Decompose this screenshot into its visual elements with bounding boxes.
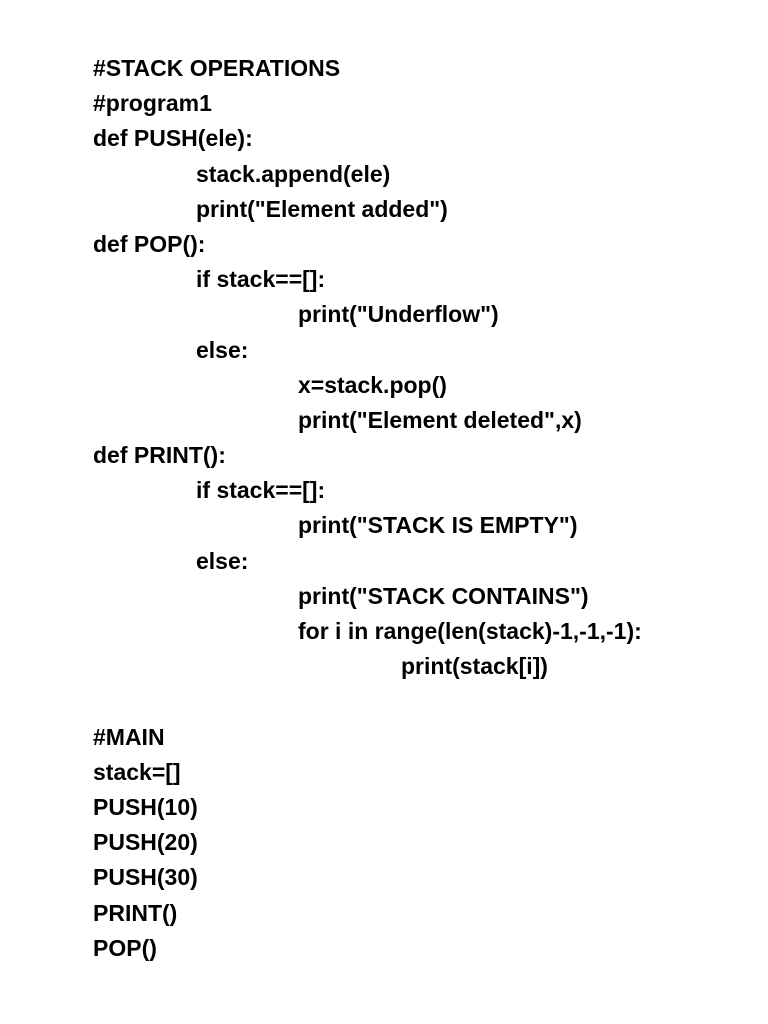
- code-line: stack=[]: [93, 758, 181, 785]
- code-line: print("STACK CONTAINS"): [298, 582, 589, 609]
- code-line: POP(): [93, 934, 157, 961]
- code-line: else:: [196, 547, 249, 574]
- code-line: PUSH(30): [93, 864, 198, 891]
- code-line: def PUSH(ele):: [93, 125, 253, 152]
- code-line: #MAIN: [93, 723, 165, 750]
- code-line: PUSH(20): [93, 829, 198, 856]
- code-line: if stack==[]:: [196, 266, 326, 293]
- code-block: #STACK OPERATIONS #program1 def PUSH(ele):…: [93, 51, 733, 966]
- code-line: def POP():: [93, 230, 206, 257]
- code-line: for i in range(len(stack)-1,-1,-1):: [298, 618, 642, 644]
- code-line: print("STACK IS EMPTY"): [298, 512, 578, 539]
- code-line: print("Element added"): [196, 195, 448, 222]
- code-line: def PRINT():: [93, 442, 226, 469]
- code-line: [93, 684, 733, 719]
- code-line: PUSH(10): [93, 793, 198, 820]
- code-line: x=stack.pop(): [298, 371, 447, 398]
- code-line: print("Underflow"): [298, 301, 499, 328]
- code-line: PRINT(): [93, 899, 178, 926]
- code-line: if stack==[]:: [196, 477, 326, 504]
- code-line: stack.append(ele): [196, 160, 391, 187]
- code-line: print(stack[i]): [401, 653, 548, 680]
- code-line: else:: [196, 336, 249, 363]
- code-line: print("Element deleted",x): [298, 406, 582, 433]
- code-line: #STACK OPERATIONS: [93, 55, 341, 81]
- code-line: #program1: [93, 90, 212, 117]
